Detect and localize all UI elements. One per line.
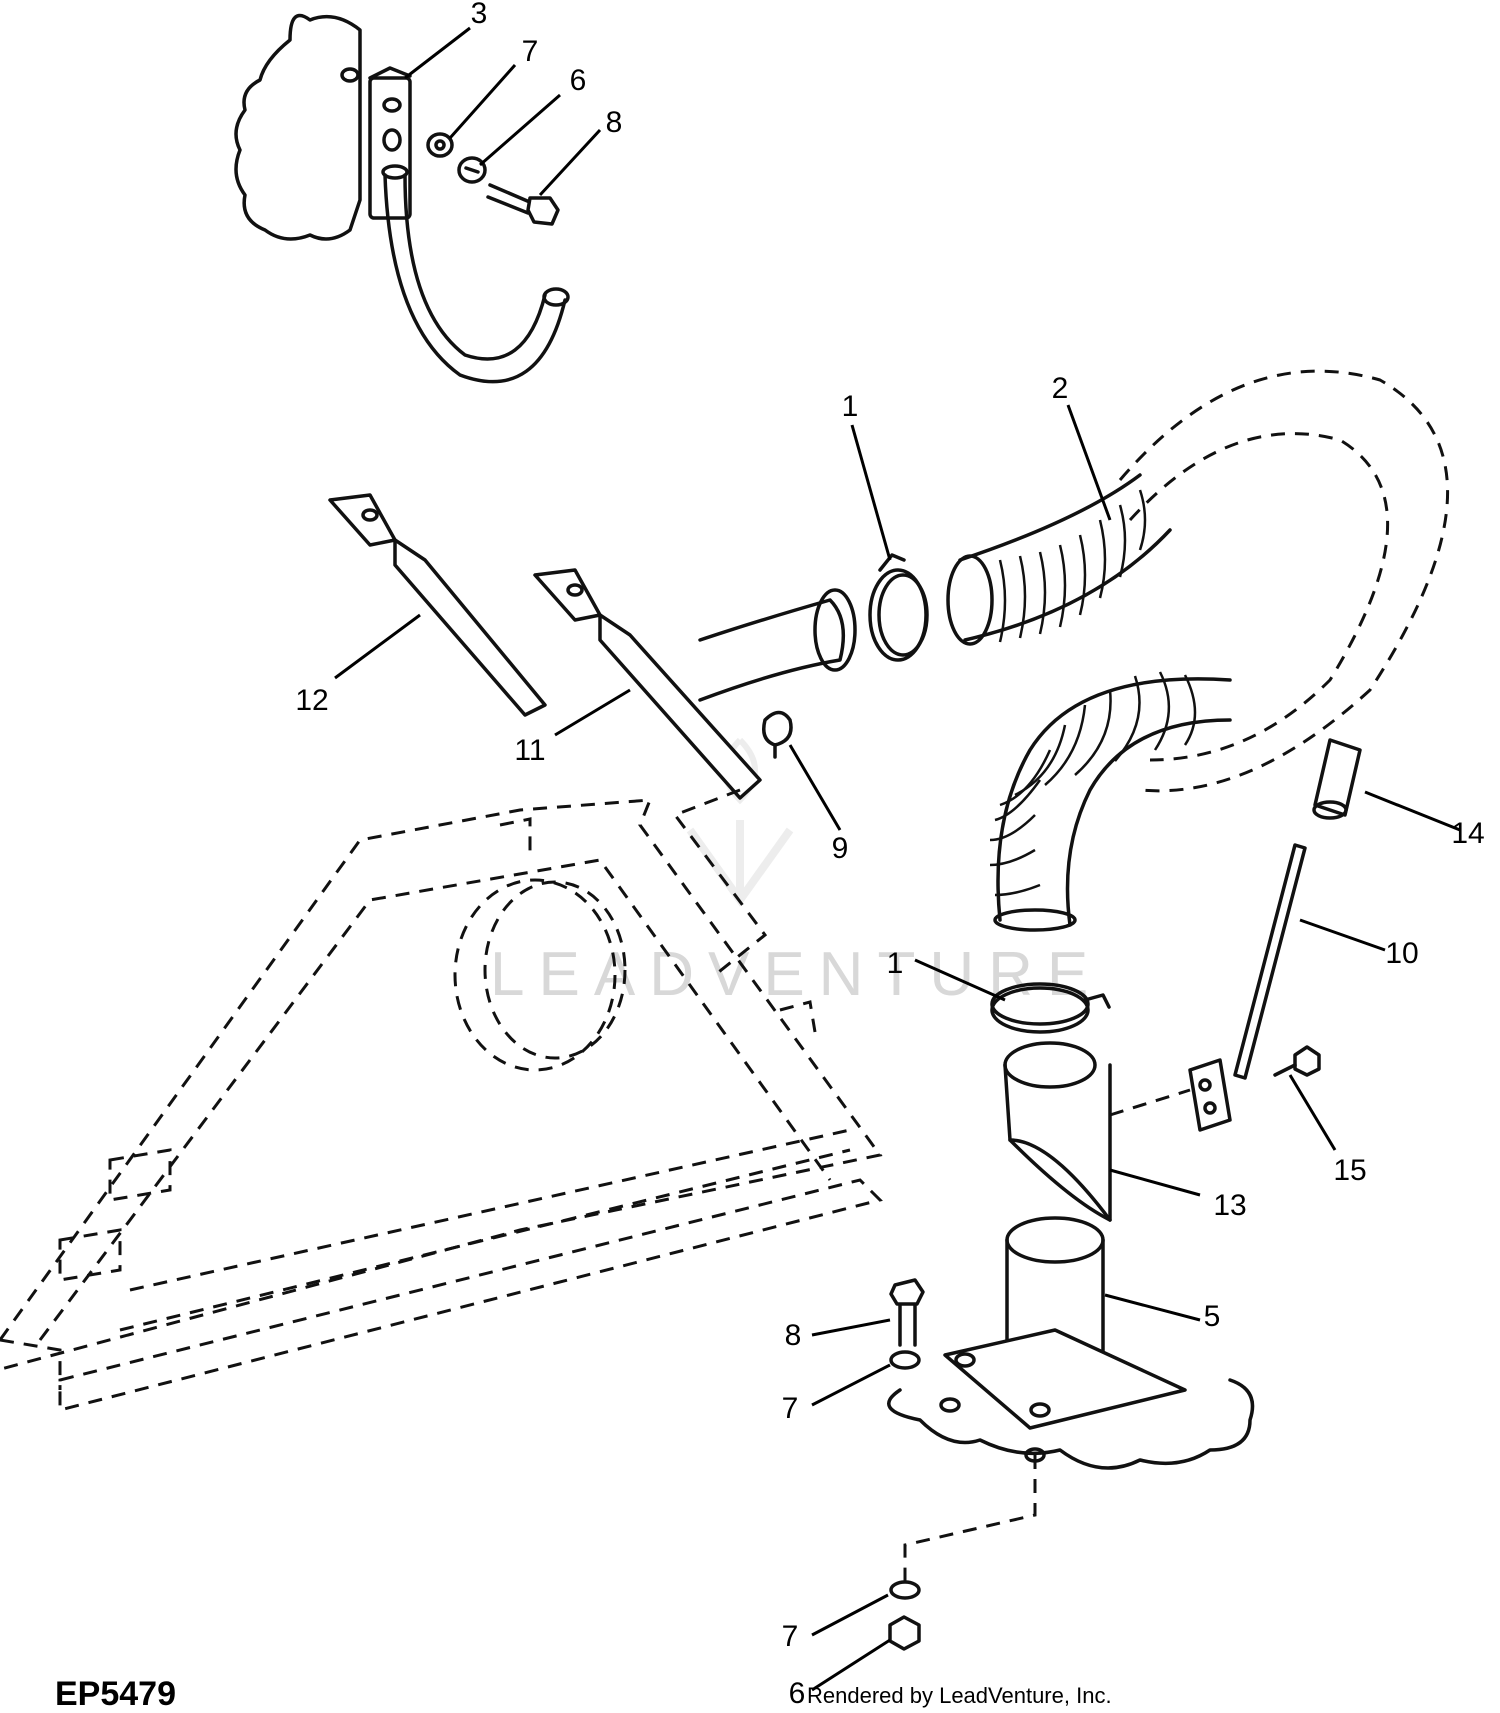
callout-7-lower-a: 7 (782, 1392, 799, 1425)
callout-7-lower-b: 7 (782, 1620, 799, 1653)
hose-clamps (868, 553, 1111, 1034)
outlet-tube (698, 588, 857, 702)
leader-lines (334, 26, 1461, 1692)
callout-9: 9 (832, 832, 849, 865)
nut-6-lower (888, 1615, 921, 1651)
washer-7-lower-b (889, 1580, 921, 1600)
callout-6: 6 (570, 64, 587, 97)
strap-11 (533, 568, 762, 800)
callout-8-lower: 8 (785, 1319, 802, 1352)
flexible-hose (946, 369, 1449, 932)
callout-11: 11 (514, 734, 545, 767)
rod-10 (1188, 843, 1307, 1132)
screw-15 (1273, 1045, 1321, 1077)
alignment-line-9 (672, 788, 768, 977)
elbow-adapter-13 (1003, 1041, 1112, 1222)
cap-14 (1312, 738, 1362, 820)
callout-15: 15 (1333, 1154, 1366, 1187)
callout-8: 8 (606, 106, 623, 139)
callout-13: 13 (1213, 1189, 1246, 1222)
render-credit: Rendered by LeadVenture, Inc. (807, 1683, 1112, 1708)
watermark-text: LEADVENTURE (490, 940, 1102, 1009)
hood-housing (0, 798, 883, 1412)
hanger-bracket-assembly (234, 13, 570, 384)
callout-2: 2 (1052, 372, 1069, 405)
callout-7: 7 (522, 35, 539, 68)
callout-3: 3 (471, 0, 488, 30)
strap-12 (328, 493, 547, 717)
callout-12: 12 (295, 684, 328, 717)
spout-tube-5 (887, 1216, 1255, 1470)
alignment-line-lower (903, 1455, 1037, 1585)
alignment-line-13-10 (1109, 1088, 1191, 1117)
figure-code: EP5479 (55, 1675, 176, 1713)
callout-1: 1 (842, 390, 859, 423)
bolt-8-lower (889, 1278, 925, 1347)
callout-1-lower: 1 (887, 947, 904, 980)
callout-5: 5 (1204, 1300, 1221, 1333)
callout-14: 14 (1451, 817, 1484, 850)
callout-10: 10 (1385, 937, 1418, 970)
washer-7-lower-a (889, 1350, 921, 1370)
clip-9 (762, 710, 793, 759)
callout-6-lower: 6 (789, 1677, 806, 1710)
